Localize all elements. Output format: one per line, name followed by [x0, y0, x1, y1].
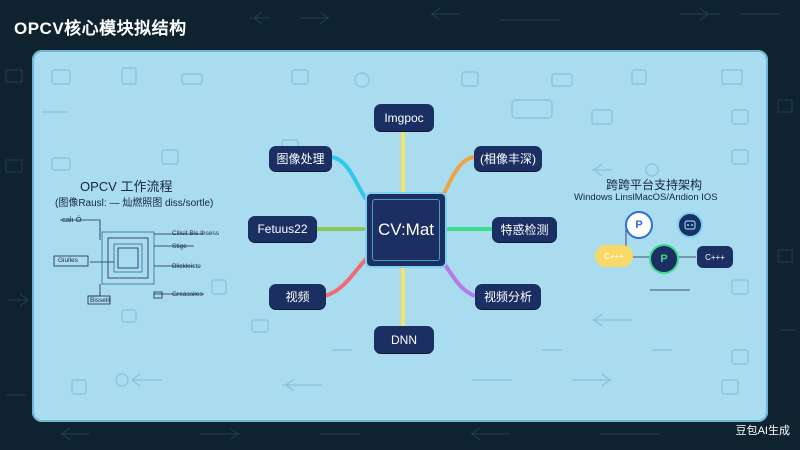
module-node-bottom-label: DNN [391, 332, 417, 347]
module-node-upper-right[interactable]: (相像丰深) [474, 146, 542, 171]
module-node-top-label: Imgpoc [384, 110, 424, 125]
module-node-upper-left-label: 图像处理 [276, 152, 325, 166]
module-node-upper-right-label: (相像丰深) [480, 152, 536, 166]
platform-device-icon [677, 212, 703, 238]
workflow-diagram [53, 219, 204, 305]
workflow-label-right-1: Cllisit Bis Ihsess [172, 230, 219, 237]
platform-cpp-right: C+++ [697, 246, 733, 268]
platform-subtitle: Windows LinslMacOS/Andion IOS [574, 192, 718, 203]
workflow-label-right-2: Stige [172, 243, 187, 250]
workflow-label-left-box: Giulles [58, 257, 78, 264]
platform-p-letter: P [635, 219, 643, 231]
module-node-top[interactable]: Imgpoc [374, 104, 434, 131]
platform-cpp-left: C+++ [595, 245, 633, 267]
workflow-title: OPCV 工作流程 [80, 179, 173, 194]
module-node-left-label: Fetuus22 [257, 222, 308, 236]
workflow-label-right-4: Greassiles [172, 291, 203, 298]
workflow-label-calo: calı Ö [62, 215, 82, 224]
center-node-frame [372, 199, 440, 261]
page-title: OPCV核心模块拟结构 [14, 19, 187, 38]
connector-lower-left [324, 256, 369, 298]
platform-title: 跨跨平台支持架构 [606, 178, 703, 192]
workflow-subtitle: (图像Rausl: — 灿燃照图 diss/sortle) [55, 198, 214, 209]
panel-pattern [42, 67, 749, 395]
module-node-left[interactable]: Fetuus22 [248, 216, 317, 242]
module-node-right[interactable]: 特惑检测 [492, 217, 557, 242]
module-node-lower-left-label: 视频 [285, 290, 310, 304]
center-node-label: CV:Mat [377, 220, 435, 239]
workflow-label-right-3: Blickleiste [172, 263, 201, 270]
module-node-upper-left[interactable]: 图像处理 [269, 146, 332, 171]
platform-p-icon-center: P [649, 244, 679, 274]
platform-p-icon: P [625, 211, 653, 239]
platform-cpp-left-label: C+++ [604, 251, 624, 261]
platform-cpp-right-label: C+++ [705, 252, 725, 262]
platform-p-letter-center: P [660, 253, 668, 265]
workflow-label-bottom-box: Bisselit [90, 297, 111, 304]
center-node-cvmat[interactable]: CV:Mat [365, 192, 447, 268]
module-node-lower-right-label: 视频分析 [483, 290, 532, 304]
module-node-right-label: 特惑检测 [500, 223, 549, 237]
watermark: 豆包AI生成 [735, 425, 790, 437]
connector-upper-left [331, 155, 369, 202]
device-glyph [684, 220, 696, 230]
module-node-bottom[interactable]: DNN [374, 326, 434, 353]
module-node-lower-left[interactable]: 视频 [269, 284, 326, 309]
module-node-lower-right[interactable]: 视频分析 [475, 284, 541, 309]
